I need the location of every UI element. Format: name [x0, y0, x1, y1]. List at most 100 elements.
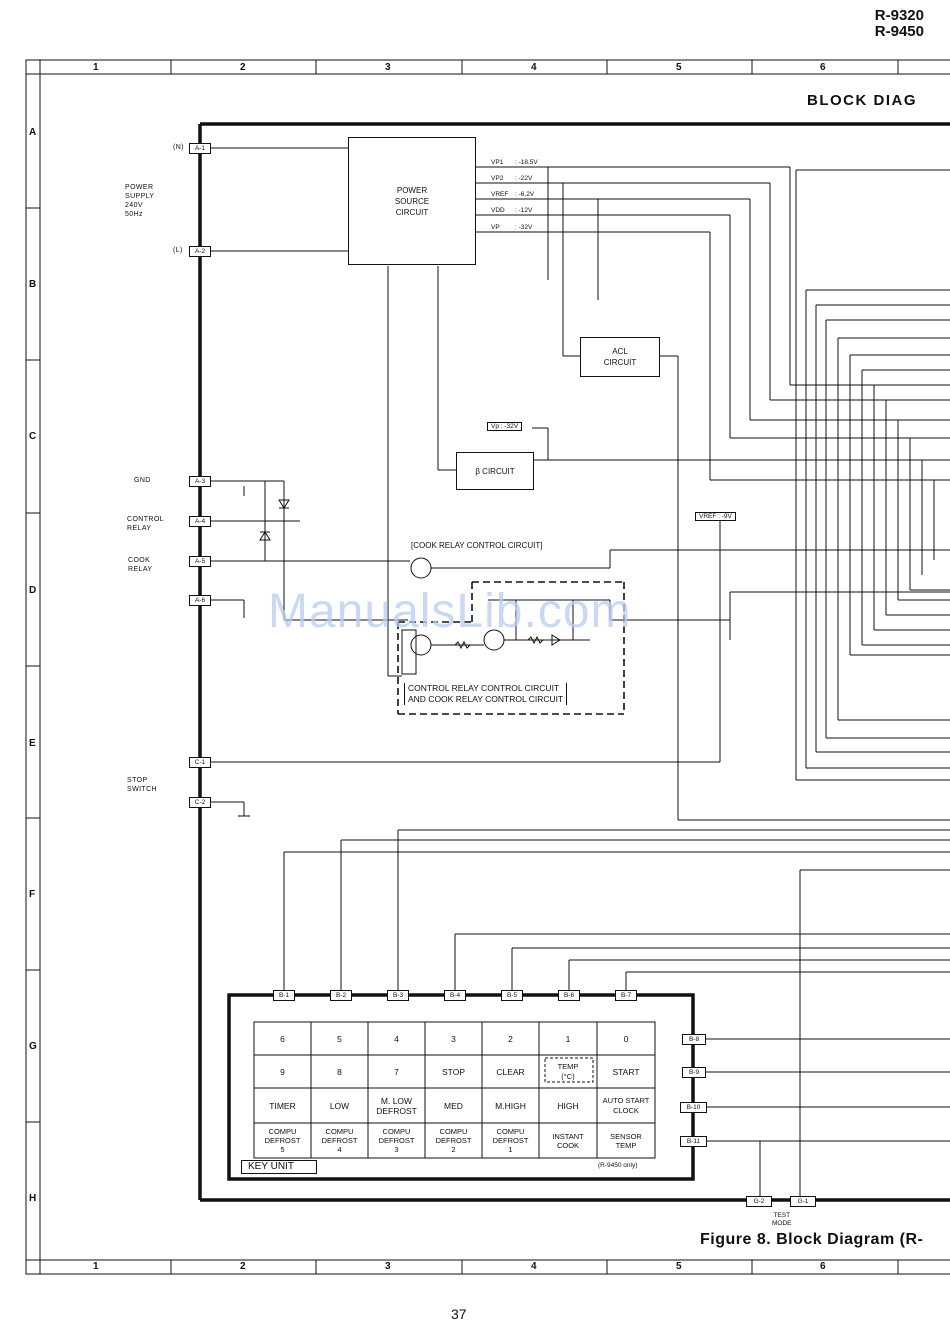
key-timer[interactable]: TIMER — [269, 1100, 296, 1111]
key-compu-defrost-5[interactable]: COMPU DEFROST 5 — [264, 1127, 301, 1154]
stop-switch-label: STOP SWITCH — [127, 776, 157, 794]
vref-value: : -6.2V — [515, 191, 535, 198]
control-relay-control-line-1: CONTROL RELAY CONTROL CIRCUIT — [408, 683, 560, 693]
grid-col-3: 3 — [385, 62, 391, 73]
cook-relay-label: COOK RELAY — [128, 556, 152, 574]
pin-b4: B-4 — [444, 990, 466, 1001]
grid-row-d: D — [29, 585, 37, 596]
grid-col-5-bottom: 5 — [676, 1261, 682, 1272]
sheet-frame — [25, 59, 950, 1275]
main-bus — [198, 124, 950, 1202]
grid-row-b: B — [29, 279, 37, 290]
stop-switch-line-2: SWITCH — [127, 786, 158, 793]
stop-switch-line-1: STOP — [127, 777, 148, 784]
neutral-mark: (N) — [173, 144, 184, 151]
model-number-2: R-9450 — [874, 23, 924, 40]
key-low[interactable]: LOW — [329, 1100, 350, 1111]
grid-row-g: G — [29, 1041, 37, 1052]
key-6[interactable]: 6 — [280, 1033, 285, 1044]
r9450-only-note: (R-9450 only) — [598, 1162, 638, 1169]
grid-col-2-bottom: 2 — [240, 1261, 246, 1272]
power-supply-line-3: 240V — [125, 202, 143, 209]
grid-col-3-bottom: 3 — [385, 1261, 391, 1272]
power-supply-line-2: SUPPLY — [125, 193, 155, 200]
key-m-low-defrost[interactable]: M. LOW DEFROST — [376, 1095, 417, 1116]
pin-b3: B-3 — [387, 990, 409, 1001]
vdd-value: : -12V — [515, 207, 533, 214]
key-med[interactable]: MED — [444, 1100, 463, 1111]
pin-c1: C-1 — [189, 757, 211, 768]
pin-a1: A-1 — [189, 143, 211, 154]
beta-circuit-block: β CIRCUIT — [456, 452, 534, 490]
relay-control-enclosure — [397, 581, 625, 715]
gnd-label: GND — [134, 477, 151, 484]
diagram-title: BLOCK DIAG — [807, 92, 917, 109]
grid-row-h: H — [29, 1193, 37, 1204]
watermark: ManualsLib.com — [268, 585, 632, 638]
vp-tag: Vp : -32V — [487, 422, 523, 431]
cook-relay-control-label: [COOK RELAY CONTROL CIRCUIT] — [411, 541, 543, 550]
vref-label: VREF — [491, 191, 509, 198]
pin-c2: C-2 — [189, 797, 211, 808]
key-compu-defrost-4[interactable]: COMPU DEFROST 4 — [321, 1127, 358, 1154]
key-high[interactable]: HIGH — [557, 1100, 579, 1111]
key-clear[interactable]: CLEAR — [496, 1066, 525, 1077]
grid-col-6: 6 — [820, 62, 826, 73]
pin-a6: A-6 — [189, 595, 211, 606]
key-temp[interactable]: TEMP (°C) — [557, 1061, 579, 1081]
key-9[interactable]: 9 — [280, 1066, 285, 1077]
key-compu-defrost-1[interactable]: COMPU DEFROST 1 — [492, 1127, 529, 1154]
control-relay-line-2: RELAY — [127, 525, 152, 532]
control-relay-label: CONTROL RELAY — [127, 515, 164, 533]
key-8[interactable]: 8 — [337, 1066, 342, 1077]
pin-b2: B-2 — [330, 990, 352, 1001]
power-wiring — [210, 147, 950, 821]
key-start[interactable]: START — [612, 1066, 640, 1077]
vp-value: : -32V — [515, 224, 533, 231]
key-compu-defrost-3[interactable]: COMPU DEFROST 3 — [378, 1127, 415, 1154]
control-relay-line-1: CONTROL — [127, 516, 165, 523]
key-4[interactable]: 4 — [394, 1033, 399, 1044]
stop-switch-wiring — [210, 801, 250, 817]
vref-tag: VREF : -9V — [695, 512, 736, 521]
key-0[interactable]: 0 — [623, 1033, 629, 1044]
power-supply-label: POWER SUPPLY 240V 50Hz — [125, 183, 155, 219]
key-5[interactable]: 5 — [337, 1033, 342, 1044]
pin-a5: A-5 — [189, 556, 211, 567]
test-mode-line-2: MODE — [772, 1220, 792, 1227]
live-mark: (L) — [173, 247, 183, 254]
key-scan-bus — [283, 829, 950, 1196]
vp1-label: VP1 — [491, 159, 504, 166]
key-2[interactable]: 2 — [508, 1033, 513, 1044]
acl-line-2: CIRCUIT — [603, 358, 637, 367]
grid-col-4: 4 — [531, 62, 537, 73]
key-3[interactable]: 3 — [451, 1033, 456, 1044]
pin-b7: B-7 — [615, 990, 637, 1001]
grid-row-a: A — [29, 127, 37, 138]
key-compu-defrost-2[interactable]: COMPU DEFROST 2 — [435, 1127, 472, 1154]
grid-col-1: 1 — [93, 62, 99, 73]
vp-label: VP — [491, 224, 500, 231]
vp1-value: : -18.5V — [515, 159, 538, 166]
acl-line-1: ACL — [612, 347, 628, 356]
vp2-value: : -22V — [515, 175, 533, 182]
key-auto-start-clock[interactable]: AUTO START CLOCK — [602, 1095, 650, 1115]
power-source-line-1: POWER — [396, 185, 428, 195]
key-m-high[interactable]: M.HIGH — [495, 1100, 526, 1111]
key-sensor-temp[interactable]: SENSOR TEMP — [610, 1131, 642, 1150]
key-instant-cook[interactable]: INSTANT COOK — [552, 1131, 584, 1150]
grid-row-e: E — [29, 738, 36, 749]
grid-col-6-bottom: 6 — [820, 1261, 826, 1272]
key-stop[interactable]: STOP — [442, 1066, 465, 1077]
grid-row-c: C — [29, 431, 37, 442]
pin-b1: B-1 — [273, 990, 295, 1001]
key-1[interactable]: 1 — [565, 1033, 571, 1044]
pin-b5: B-5 — [501, 990, 523, 1001]
power-supply-line-1: POWER — [125, 184, 154, 191]
pin-b6: B-6 — [558, 990, 580, 1001]
key-7[interactable]: 7 — [394, 1066, 399, 1077]
vdd-label: VDD — [491, 207, 505, 214]
key-unit-label: KEY UNIT — [241, 1160, 317, 1174]
figure-caption: Figure 8. Block Diagram (R- — [700, 1231, 924, 1248]
